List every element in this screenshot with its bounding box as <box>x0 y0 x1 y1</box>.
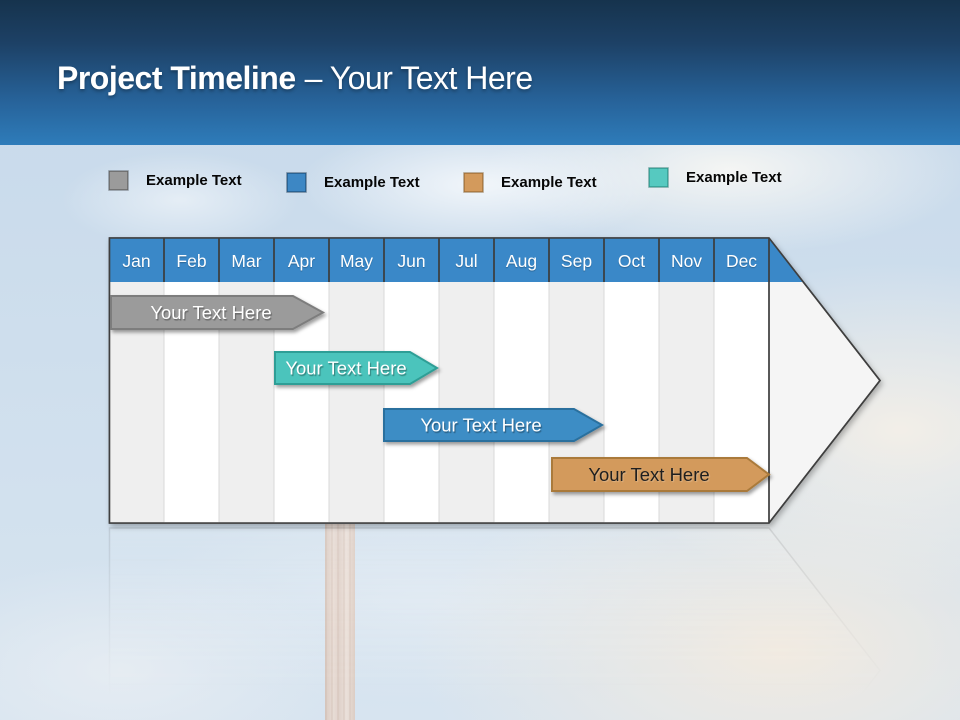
month-label-sep: Sep <box>561 251 592 271</box>
stripe-feb <box>164 238 219 523</box>
legend-item-orange: Example Text <box>463 172 597 193</box>
board-reflection <box>108 526 882 720</box>
month-label-apr: Apr <box>288 251 315 271</box>
title-band: Project Timeline– Your Text Here <box>0 0 960 145</box>
legend-swatch-blue-icon <box>286 172 307 193</box>
month-label-oct: Oct <box>618 251 645 271</box>
legend-item-gray: Example Text <box>108 170 242 191</box>
reflection-arrow-outline <box>108 527 881 720</box>
month-label-jun: Jun <box>397 251 425 271</box>
task-bar-teal-shape <box>274 351 439 385</box>
legend-item-blue: Example Text <box>286 172 420 193</box>
task-bar-gray: Your Text Here <box>110 295 326 330</box>
legend-label: Example Text <box>324 174 420 191</box>
timeline-board: Jan Feb Mar Apr May Jun Jul Aug Sep Oct … <box>108 236 882 526</box>
month-label-jan: Jan <box>122 251 150 271</box>
big-arrow-border <box>108 237 882 524</box>
task-bar-orange-label: Your Text Here <box>588 464 709 485</box>
page-title-main: Project Timeline <box>57 60 296 96</box>
task-bar-gray-label: Your Text Here <box>150 302 271 323</box>
month-label-dec: Dec <box>726 251 757 271</box>
stripe-mar <box>219 238 274 523</box>
legend-item-teal: Example Text <box>648 167 782 188</box>
timeline-chart: Jan Feb Mar Apr May Jun Jul Aug Sep Oct … <box>108 237 882 524</box>
task-bar-teal-label: Your Text Here <box>285 358 406 379</box>
task-bar-gray-shape <box>110 295 326 330</box>
board-reflection-shape <box>108 527 881 720</box>
task-bar-teal: Your Text Here <box>274 351 439 385</box>
legend-swatch-rect <box>286 172 307 193</box>
legend-swatch-rect <box>648 167 669 188</box>
month-label-feb: Feb <box>176 251 206 271</box>
stripe-jan <box>109 238 164 523</box>
task-bar-blue: Your Text Here <box>383 408 605 442</box>
page-title-sub: – Your Text Here <box>304 60 534 96</box>
legend-swatch-teal-icon <box>648 167 669 188</box>
month-stripes <box>109 238 769 523</box>
signpost-pole <box>325 524 355 720</box>
task-bar-orange: Your Text Here <box>551 457 771 492</box>
month-label-mar: Mar <box>231 251 261 271</box>
task-bar-orange-shape <box>551 457 771 492</box>
legend-label: Example Text <box>686 169 782 186</box>
stripe-aug <box>494 238 549 523</box>
month-header-band <box>109 238 804 282</box>
task-bar-blue-shape <box>383 408 605 442</box>
legend-swatch-orange-icon <box>463 172 484 193</box>
legend-label: Example Text <box>146 172 242 189</box>
month-label-may: May <box>340 251 373 271</box>
legend-swatch-rect <box>108 170 129 191</box>
legend-swatch-rect <box>463 172 484 193</box>
stripe-jul <box>439 238 494 523</box>
month-label-aug: Aug <box>506 251 537 271</box>
legend-swatch-gray-icon <box>108 170 129 191</box>
page-title: Project Timeline– Your Text Here <box>57 60 533 97</box>
task-bar-blue-label: Your Text Here <box>420 415 541 436</box>
month-labels: Jan Feb Mar Apr May Jun Jul Aug Sep Oct … <box>122 251 757 271</box>
month-label-jul: Jul <box>455 251 477 271</box>
legend-label: Example Text <box>501 174 597 191</box>
month-label-nov: Nov <box>671 251 702 271</box>
